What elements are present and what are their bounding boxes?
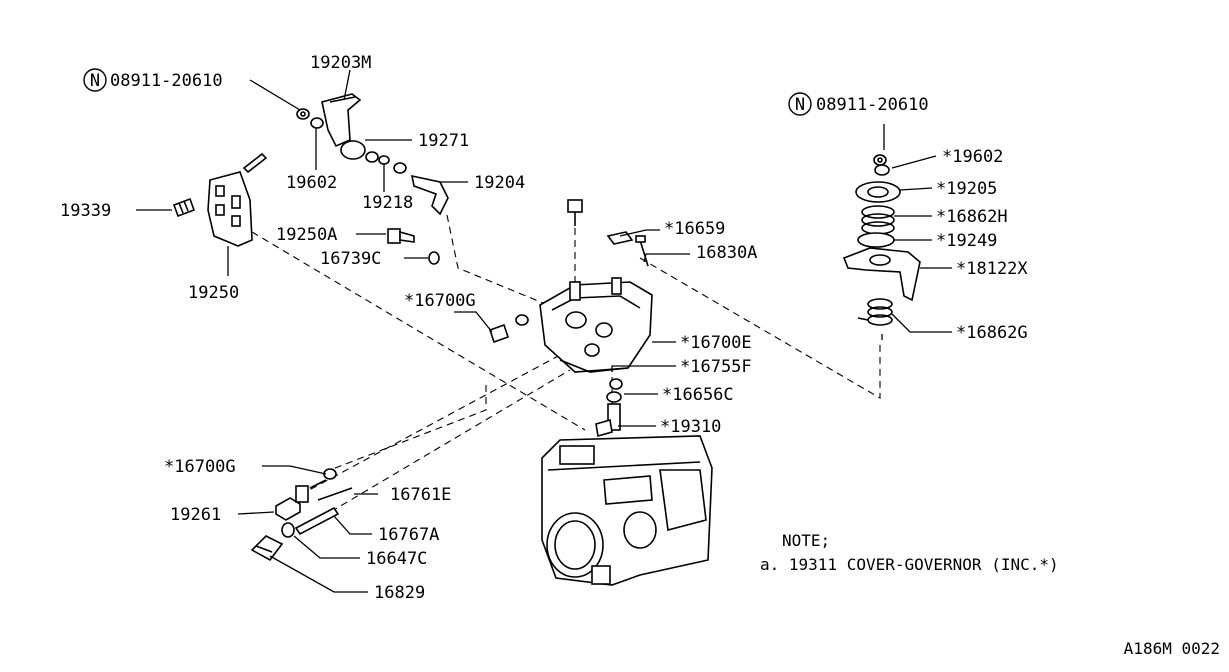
note-title: NOTE;	[782, 531, 830, 550]
washer-19602	[310, 117, 324, 129]
label-19602-star: *19602	[942, 147, 1003, 167]
label-16656c: *16656C	[662, 385, 734, 405]
lever-18122x	[842, 247, 921, 302]
label-19250: 19250	[188, 283, 239, 303]
seal-19602	[874, 164, 890, 176]
cap-19205	[855, 181, 901, 203]
pump-housing	[541, 435, 713, 586]
bolt-16830a	[635, 235, 649, 267]
bolt-16700g-bot	[309, 468, 337, 489]
connector-16829	[250, 535, 284, 562]
label-16862g: *16862G	[956, 323, 1028, 343]
label-19339: 19339	[60, 201, 111, 221]
n-circle-b: N	[788, 92, 812, 116]
bracket-19250	[207, 171, 253, 247]
washer-16739c	[428, 251, 440, 265]
washer-19218	[365, 151, 390, 165]
pin-19310	[595, 403, 621, 438]
label-16862h: *16862H	[936, 207, 1008, 227]
pin-small	[242, 152, 268, 174]
label-16761e: 16761E	[390, 485, 451, 505]
shaft-16761e	[317, 487, 353, 501]
label-16700g-bot: *16700G	[164, 457, 236, 477]
label-19249: *19249	[936, 231, 997, 251]
label-16700g-top: *16700G	[404, 291, 476, 311]
plug-19261	[275, 485, 309, 521]
label-16767a: 16767A	[378, 525, 439, 545]
lever-19204	[393, 162, 449, 216]
label-16830a: 16830A	[696, 243, 757, 263]
label-18122x: *18122X	[956, 259, 1028, 279]
label-19271: 19271	[418, 131, 469, 151]
nut-08911-a	[296, 108, 310, 120]
label-16829: 16829	[374, 583, 425, 603]
n-circle-a: N	[83, 68, 107, 92]
label-19205: *19205	[936, 179, 997, 199]
label-19602: 19602	[286, 173, 337, 193]
label-16755f: *16755F	[680, 357, 752, 377]
part-labels: 08911-20610 19203M 19271 19602 19218 192…	[60, 53, 1028, 603]
n-circle-a-text: N	[90, 71, 100, 91]
screw-19339	[172, 197, 196, 218]
label-08911-b: 08911-20610	[816, 95, 929, 115]
spring-16862h	[861, 205, 895, 235]
note-line: a. 19311 COVER-GOVERNOR (INC.*)	[760, 555, 1059, 574]
governor-cover	[539, 277, 653, 373]
washer-16647c	[281, 522, 295, 538]
label-19203m: 19203M	[310, 53, 371, 73]
label-19250a: 19250A	[276, 225, 337, 245]
shaft-16767a	[294, 506, 340, 536]
lever-19203m	[321, 93, 362, 148]
leader-lines	[136, 69, 952, 593]
label-19204: 19204	[474, 173, 525, 193]
label-19218: 19218	[362, 193, 413, 213]
oring-19271	[340, 140, 366, 160]
label-16659: *16659	[664, 219, 725, 239]
n-circle-b-text: N	[795, 95, 805, 115]
figure-code: A186M 0022	[1124, 639, 1220, 658]
washer-16656c	[606, 378, 623, 403]
bolt-19250a	[387, 228, 415, 244]
label-08911-a: 08911-20610	[110, 71, 223, 91]
bolt-16700g-top	[488, 314, 529, 344]
label-16647c: 16647C	[366, 549, 427, 569]
spring-16862g	[857, 298, 893, 326]
label-16739c: 16739C	[320, 249, 381, 269]
seat-19249	[857, 232, 895, 248]
nut-08911-b	[873, 154, 887, 166]
label-19310: *19310	[660, 417, 721, 437]
label-19261: 19261	[170, 505, 221, 525]
label-16700e: *16700E	[680, 333, 752, 353]
bolt-top	[567, 199, 583, 226]
note-block: NOTE; a. 19311 COVER-GOVERNOR (INC.*)	[760, 531, 1059, 574]
